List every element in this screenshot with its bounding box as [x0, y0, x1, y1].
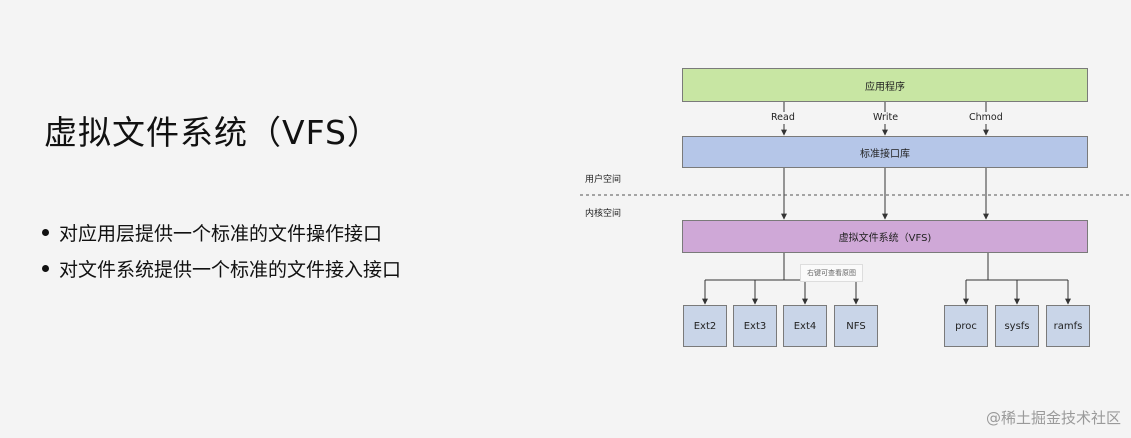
bullet-dot-icon: [42, 229, 49, 236]
fs-ext3-box: Ext3: [733, 305, 777, 347]
fs-ramfs-box: ramfs: [1046, 305, 1090, 347]
read-label: Read: [771, 112, 795, 123]
vfs-box: 虚拟文件系统（VFS): [682, 220, 1088, 253]
chmod-label: Chmod: [969, 112, 1003, 123]
bullet-list: 对应用层提供一个标准的文件操作接口 对文件系统提供一个标准的文件接入接口: [42, 216, 401, 288]
user-space-label: 用户空间: [585, 175, 622, 185]
std-lib-box: 标准接口库: [682, 136, 1088, 168]
write-label: Write: [873, 112, 899, 123]
fs-ext2-box: Ext2: [683, 305, 727, 347]
bullet-item: 对应用层提供一个标准的文件操作接口: [42, 216, 401, 252]
fs-proc-box: proc: [944, 305, 988, 347]
slide-title: 虚拟文件系统（VFS）: [44, 113, 381, 152]
kernel-space-label: 内核空间: [585, 209, 622, 219]
fs-sysfs-box: sysfs: [995, 305, 1039, 347]
tooltip: 右键可查看原图: [800, 264, 863, 282]
fs-nfs-box: NFS: [834, 305, 878, 347]
watermark: @稀土掘金技术社区: [985, 409, 1121, 427]
bullet-dot-icon: [42, 265, 49, 272]
bullet-item: 对文件系统提供一个标准的文件接入接口: [42, 252, 401, 288]
fs-ext4-box: Ext4: [783, 305, 827, 347]
application-box: 应用程序: [682, 68, 1088, 102]
